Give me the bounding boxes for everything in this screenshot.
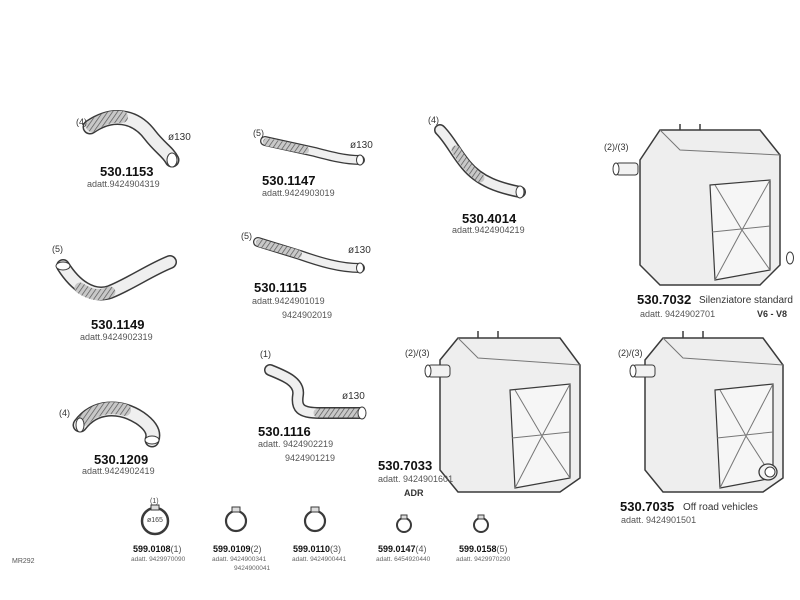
pipe-530-1149 bbox=[55, 255, 177, 301]
code-530-7035: 530.7035 bbox=[620, 499, 675, 514]
clamp-sub-599-0108: adatt. 9429970090 bbox=[131, 556, 186, 563]
qty-530-7033: (2)/(3) bbox=[405, 348, 430, 358]
code-530-1149: 530.1149 bbox=[91, 317, 145, 332]
clamp-599-0158 bbox=[473, 514, 489, 533]
silencer-530-7033 bbox=[424, 331, 581, 493]
clamp-code-599-0109: 599.0109(2) bbox=[213, 544, 262, 554]
sub-530-7033: adatt. 9424901601 bbox=[378, 474, 454, 484]
pipe-530-1153 bbox=[82, 110, 180, 168]
diameter-530-1116: ø130 bbox=[342, 391, 365, 402]
qty-530-1153: (4) bbox=[76, 117, 87, 127]
qty-530-7032: (2)/(3) bbox=[604, 142, 629, 152]
code-530-1153: 530.1153 bbox=[100, 164, 154, 179]
qty-530-4014: (4) bbox=[428, 115, 439, 125]
qty-530-1115: (5) bbox=[241, 231, 252, 241]
clamp-sub-599-0147: adatt. 6454920440 bbox=[376, 556, 431, 563]
diameter-530-1147: ø130 bbox=[350, 140, 373, 151]
qty-530-1116: (1) bbox=[260, 349, 271, 359]
marker-599-0108: (1) bbox=[150, 498, 159, 505]
clamp-code-599-0158: 599.0158(5) bbox=[459, 544, 508, 554]
pipe-530-4014 bbox=[434, 124, 526, 199]
code-530-1209: 530.1209 bbox=[94, 452, 149, 467]
code-530-7032: 530.7032 bbox=[637, 292, 692, 307]
sub2-530-1116: 9424901219 bbox=[285, 453, 336, 463]
qty-530-1209: (4) bbox=[59, 408, 70, 418]
inner-599-0108: ø165 bbox=[147, 517, 163, 524]
clamp-code-599-0108: 599.0108(1) bbox=[133, 544, 182, 554]
code-530-1116: 530.1116 bbox=[258, 424, 311, 439]
clamp-599-0109 bbox=[224, 506, 248, 533]
pipe-530-1209 bbox=[72, 401, 161, 448]
clamp-code-599-0147: 599.0147(4) bbox=[378, 544, 427, 554]
desc-530-7035: Off road vehicles bbox=[683, 502, 758, 513]
diameter-530-1115: ø130 bbox=[348, 245, 371, 256]
diagram-ref: MR292 bbox=[12, 558, 35, 565]
code-530-1115: 530.1115 bbox=[254, 280, 307, 295]
sub2-530-1115: 9424902019 bbox=[282, 310, 333, 320]
qty-530-7035: (2)/(3) bbox=[618, 348, 643, 358]
sub-530-1153: adatt.9424904319 bbox=[87, 179, 160, 189]
clamp-599-0108 bbox=[140, 504, 170, 536]
code-530-4014: 530.4014 bbox=[462, 211, 517, 226]
diameter-530-1153: ø130 bbox=[168, 132, 191, 143]
clamp-599-0110 bbox=[303, 506, 327, 533]
sub-530-7032: adatt. 9424902701 bbox=[640, 309, 716, 319]
clamp-sub-599-0110: adatt. 9424900441 bbox=[292, 556, 347, 563]
sub-530-1116: adatt. 9424902219 bbox=[258, 439, 334, 449]
pipe-530-1147 bbox=[260, 136, 365, 166]
sub-530-7035: adatt. 9424901501 bbox=[621, 515, 697, 525]
qty-530-1147: (5) bbox=[253, 128, 264, 138]
sub-530-1115: adatt.9424901019 bbox=[252, 296, 325, 306]
clamp-sub2-599-0109: 9424900041 bbox=[234, 565, 271, 572]
sub-530-1147: adatt.9424903019 bbox=[262, 188, 335, 198]
sub-530-4014: adatt.9424904219 bbox=[452, 225, 525, 235]
clamp-599-0147 bbox=[396, 514, 412, 533]
qty-530-1149: (5) bbox=[52, 244, 63, 254]
clamp-sub-599-0158: adatt. 9429970290 bbox=[456, 556, 511, 563]
code-530-1147: 530.1147 bbox=[262, 173, 316, 188]
desc-530-7032: Silenziatore standard bbox=[699, 295, 793, 306]
sub-530-1209: adatt.9424902419 bbox=[82, 466, 155, 476]
pipe-530-1115 bbox=[253, 237, 365, 274]
silencer-530-7035 bbox=[629, 331, 784, 493]
clamp-code-599-0110: 599.0110(3) bbox=[293, 544, 342, 554]
code-530-7033: 530.7033 bbox=[378, 458, 433, 473]
silencer-530-7032 bbox=[612, 124, 794, 286]
pipe-530-1116 bbox=[264, 364, 367, 420]
extra-530-7032: V6 - V8 bbox=[757, 309, 788, 319]
extra-530-7033: ADR bbox=[404, 488, 424, 498]
sub-530-1149: adatt.9424902319 bbox=[80, 332, 153, 342]
clamp-sub-599-0109: adatt. 9424900341 bbox=[212, 556, 267, 563]
